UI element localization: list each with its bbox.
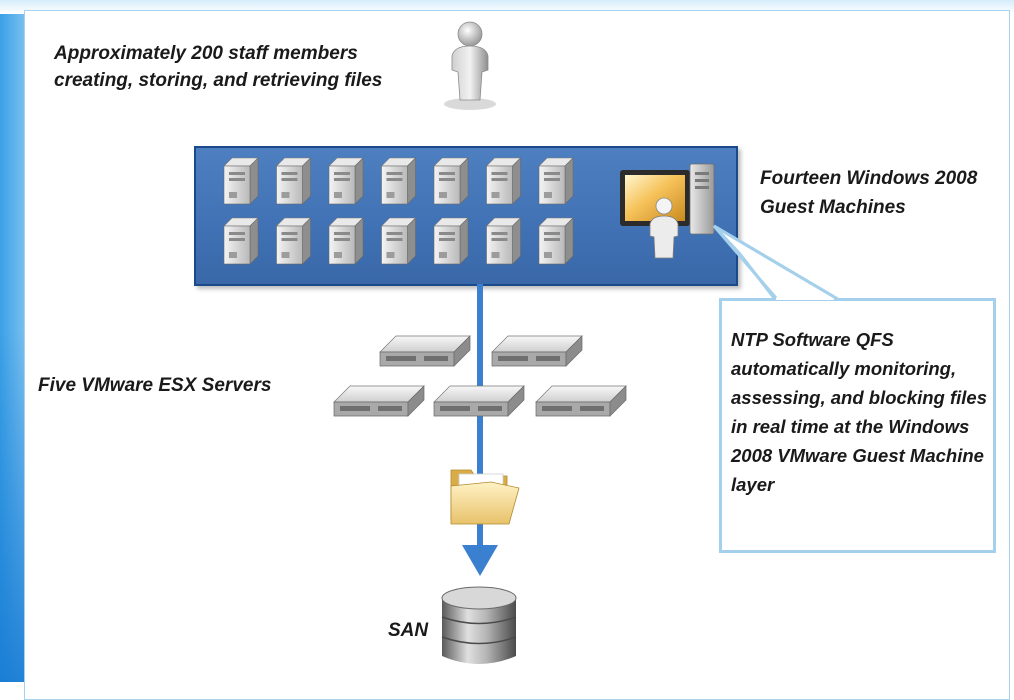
computer-tower-icon — [433, 217, 469, 265]
rack-server-icon — [433, 385, 525, 417]
rack-server-icon — [333, 385, 425, 417]
computer-tower-icon — [223, 217, 259, 265]
computer-tower-icon — [485, 217, 522, 265]
qfs-callout-box — [719, 298, 996, 553]
rack-server-icon — [379, 335, 471, 367]
computer-tower-icon — [328, 217, 364, 265]
rack-server-icon — [491, 335, 583, 367]
user-icon — [444, 21, 496, 110]
rack-server-icon — [535, 385, 627, 417]
computer-tower-icon — [380, 157, 417, 205]
database-icon — [441, 586, 517, 664]
computer-tower-icon — [328, 157, 364, 205]
staff-label: Approximately 200 staff members creating… — [54, 43, 383, 91]
guest-machine-icons — [223, 157, 574, 265]
qfs-callout-text: NTP Software QFS automatically monitorin… — [731, 329, 988, 495]
folder-icon — [450, 469, 520, 525]
callout-pointer-mask — [712, 224, 837, 300]
admin-workstation-icon — [620, 163, 715, 259]
computer-tower-icon — [380, 217, 417, 265]
computer-tower-icon — [275, 157, 312, 205]
computer-tower-icon — [433, 157, 469, 205]
computer-tower-icon — [223, 157, 259, 205]
computer-tower-icon — [538, 217, 574, 265]
san-label: SAN — [388, 620, 429, 641]
esx-server-icons — [333, 335, 627, 417]
computer-tower-icon — [485, 157, 522, 205]
guest-machines-label: Fourteen Windows 2008 Guest Machines — [760, 168, 978, 218]
computer-tower-icon — [275, 217, 312, 265]
computer-tower-icon — [538, 157, 574, 205]
esx-servers-label: Five VMware ESX Servers — [38, 375, 272, 396]
